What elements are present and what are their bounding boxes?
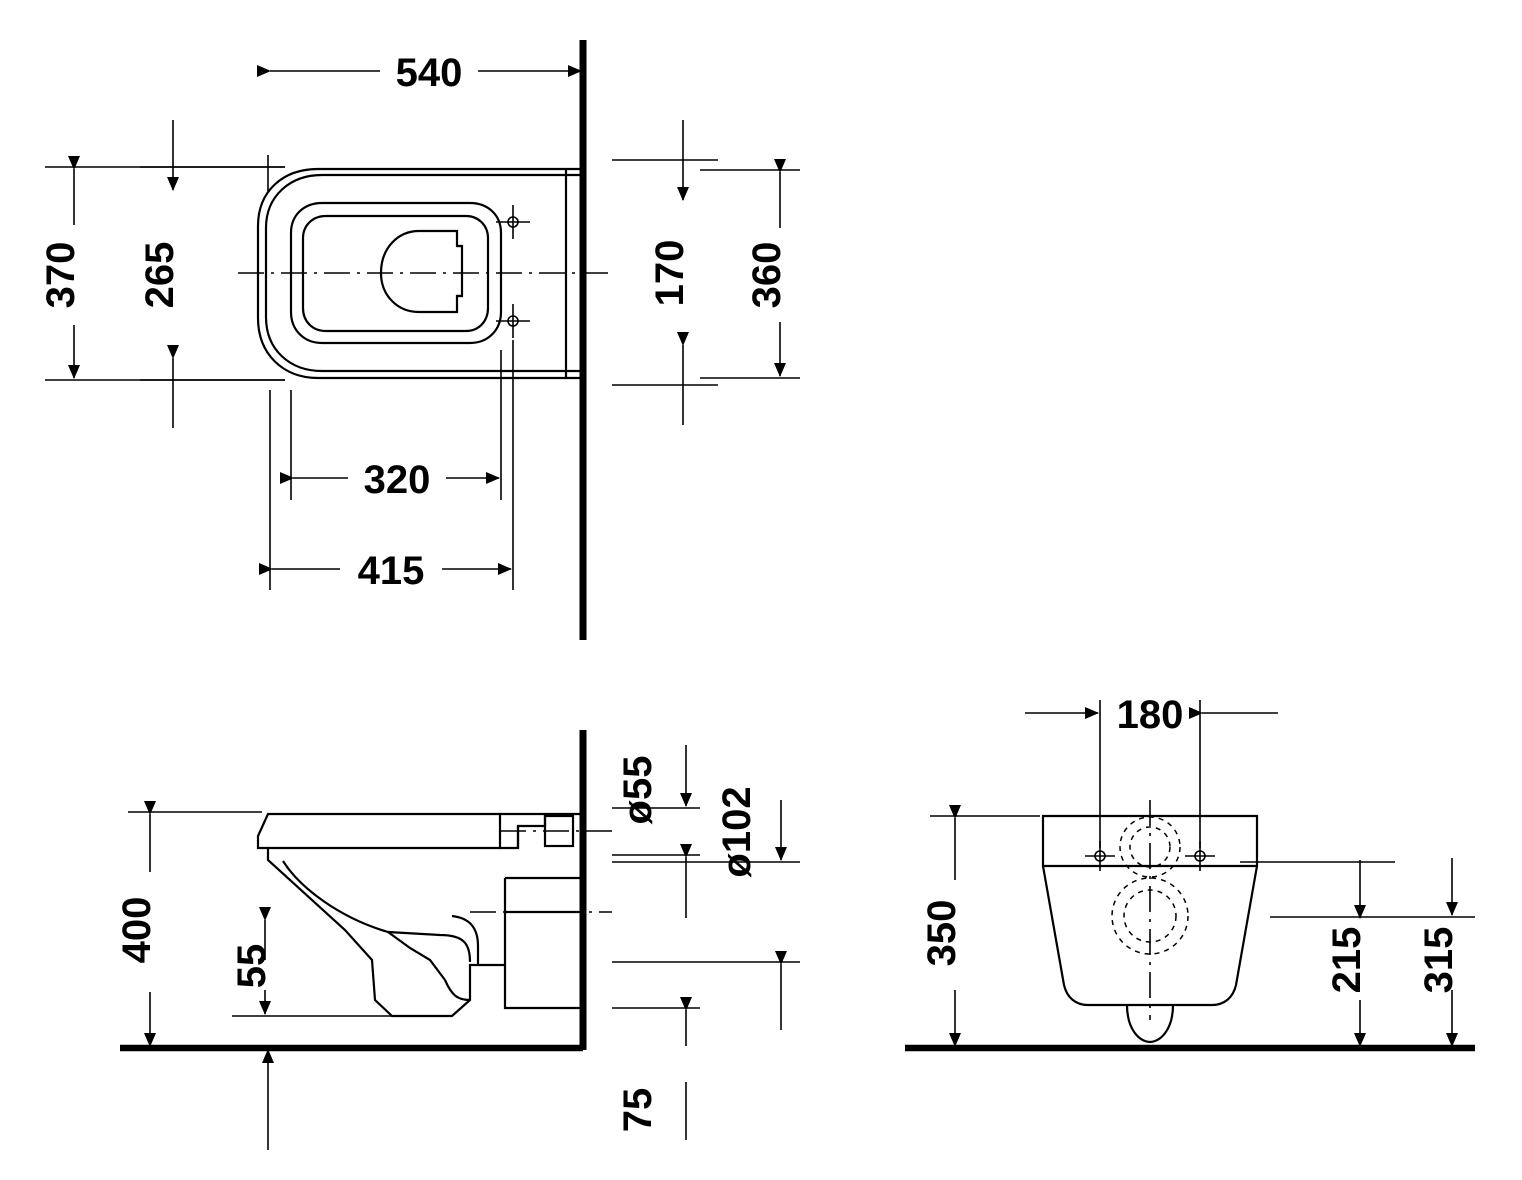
top-view-fixing-hole-upper [496,205,530,239]
side-view-outlet-wall [451,914,480,965]
front-view-outlet-circle [1111,877,1189,955]
front-view-outlet-bottom [1125,1004,1175,1044]
front-view-bowl-outline [1041,814,1259,1007]
dim-d102-label: ø102 [715,786,759,877]
dim-320-label: 320 [364,458,431,502]
dim-215-label: 215 [1325,927,1369,994]
dim-265-label: 265 [138,242,182,309]
dim-170-label: 170 [648,240,692,307]
dim-55-label: 55 [230,944,274,989]
dim-370-label: 370 [39,242,83,309]
dim-350-label: 350 [920,900,964,967]
dim-360-label: 360 [745,242,789,309]
top-view-seat-ring-inner [301,214,490,333]
dim-180-label: 180 [1117,693,1184,737]
side-view-bowl-interior [282,860,472,963]
dim-75-label: 75 [616,1088,660,1133]
dim-400-label: 400 [115,897,159,964]
dim-415-label: 415 [358,549,425,593]
front-view: 180 350 215 315 [905,693,1475,1052]
dim-315-label: 315 [1417,927,1461,994]
top-view-bowl-inner-rim [264,173,583,373]
side-view-bowl-outline [256,812,583,1018]
top-view-fixing-hole-lower [496,304,530,338]
top-view-bowl-outline [256,167,583,380]
side-view-trap-1 [387,931,446,981]
side-view: 400 55 ø55 ø102 75 [115,730,800,1150]
dim-540-label: 540 [396,51,463,95]
top-view: 540 370 265 170 360 [39,40,800,640]
top-view-flush-outlet [379,229,464,314]
dim-d55-label: ø55 [616,756,660,825]
side-view-trap-2 [443,979,471,1002]
side-view-rim-top [268,814,502,850]
